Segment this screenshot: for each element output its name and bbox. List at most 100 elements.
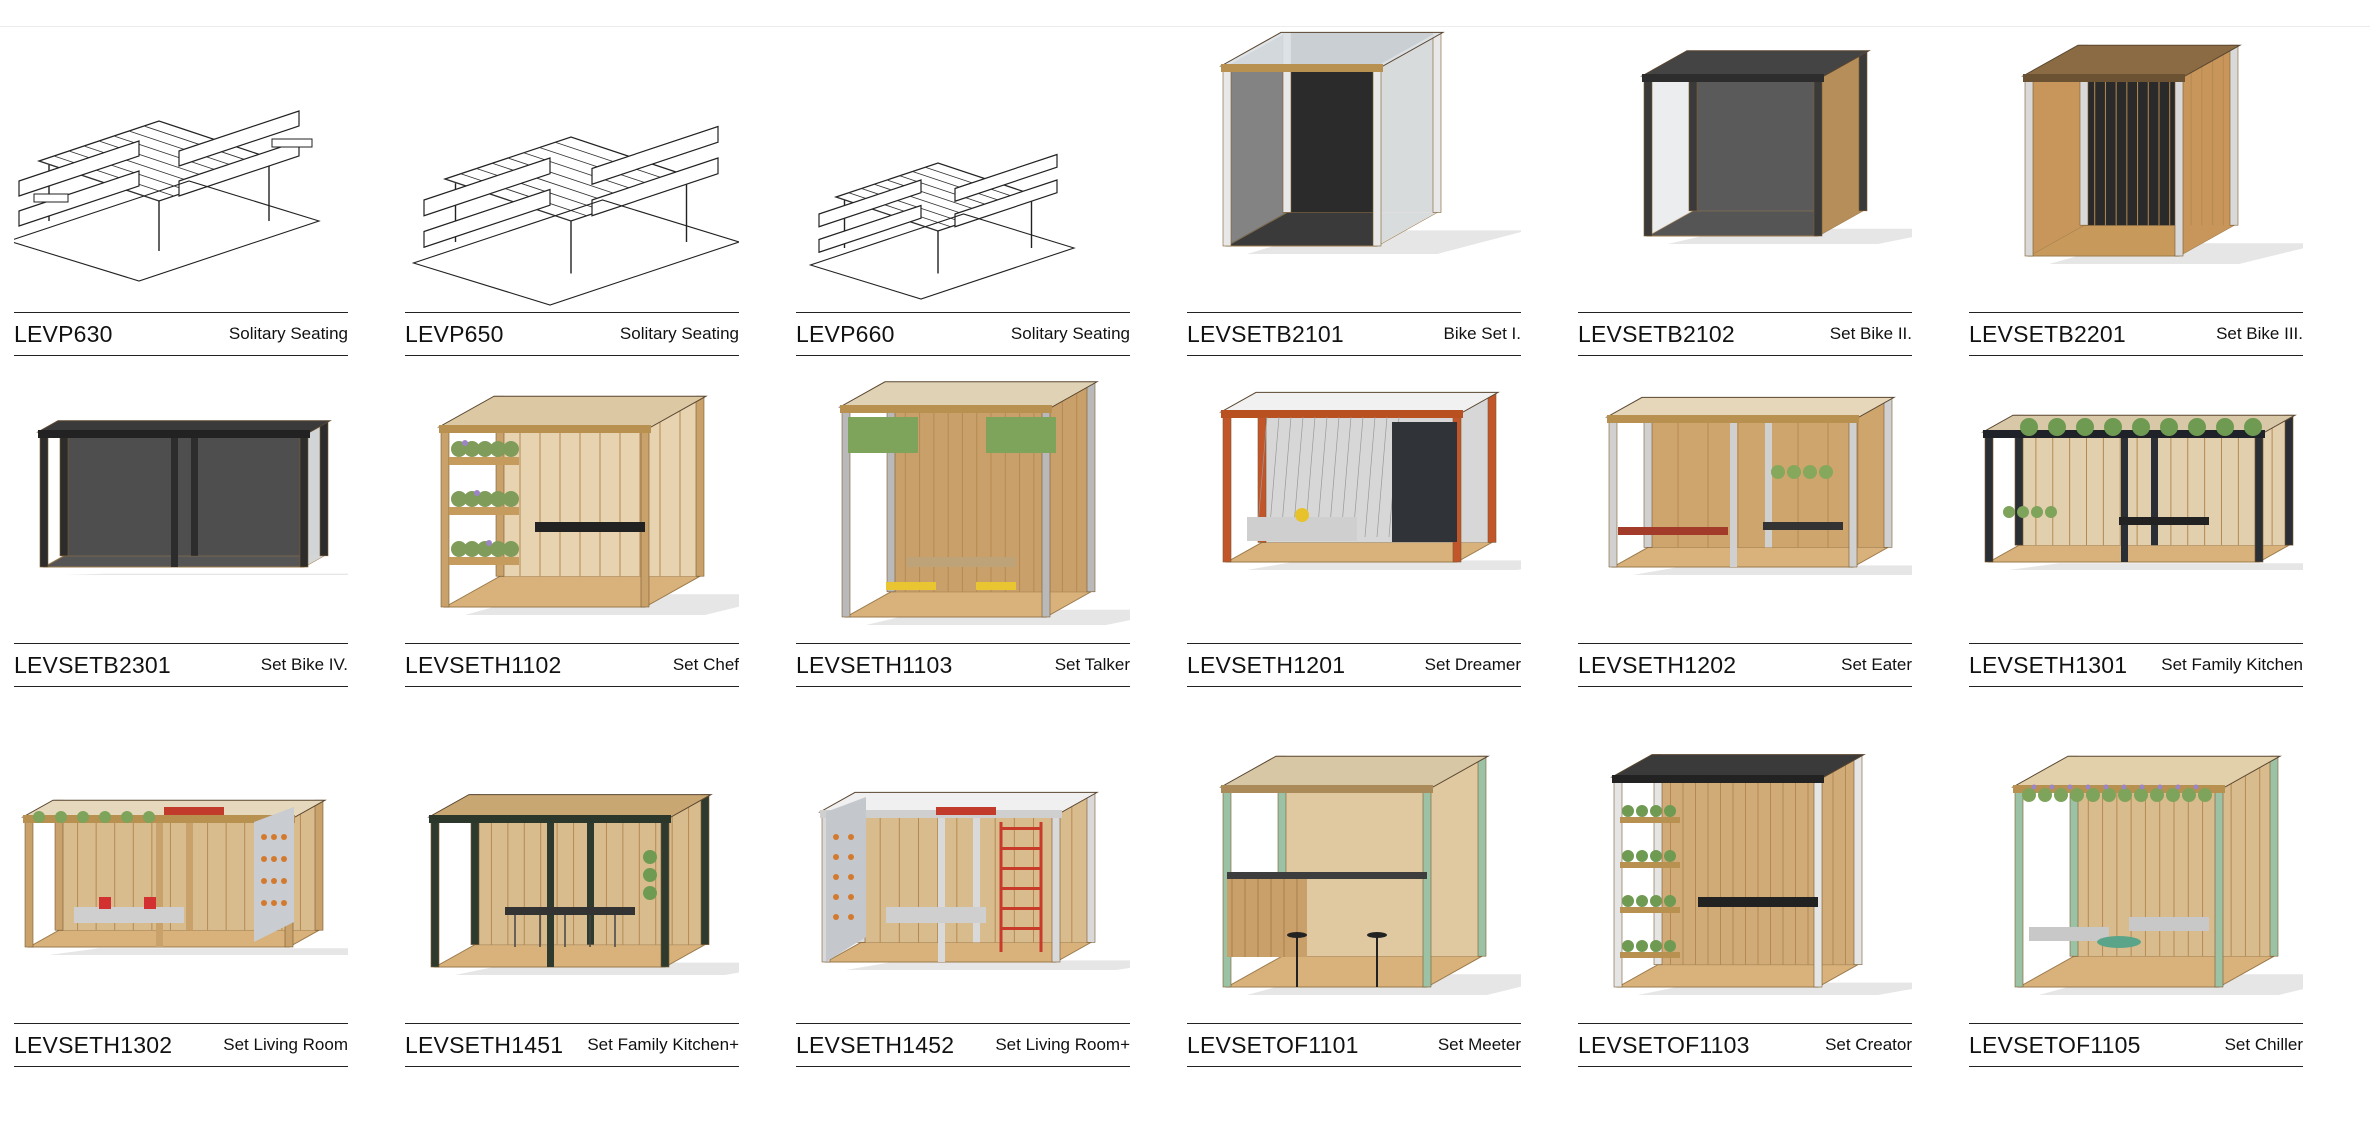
product-caption: LEVP650 Solitary Seating <box>405 312 739 356</box>
product-thumbnail[interactable] <box>14 737 348 1023</box>
product-card[interactable]: LEVSETOF1103 Set Creator <box>1578 737 1912 1117</box>
product-thumbnail[interactable] <box>796 357 1130 643</box>
product-name: Set Meeter <box>1437 1035 1521 1054</box>
product-thumbnail[interactable] <box>796 26 1130 312</box>
product-code[interactable]: LEVSETH1103 <box>796 651 953 678</box>
product-code[interactable]: LEVP630 <box>14 320 113 347</box>
product-code[interactable]: LEVSETB2301 <box>14 651 171 678</box>
product-code[interactable]: LEVSETOF1105 <box>1969 1031 2141 1058</box>
product-name: Set Family Kitchen <box>2161 655 2303 674</box>
product-code[interactable]: LEVSETB2102 <box>1578 320 1735 347</box>
product-code[interactable]: LEVSETH1452 <box>796 1031 955 1058</box>
product-illustration <box>1219 755 1521 995</box>
product-thumbnail[interactable] <box>1969 737 2303 1023</box>
product-card[interactable]: LEVSETH1302 Set Living Room <box>14 737 348 1117</box>
product-name: Set Family Kitchen+ <box>587 1035 739 1054</box>
product-code[interactable]: LEVSETH1451 <box>405 1031 564 1058</box>
product-card[interactable]: LEVSETB2301 Set Bike IV. <box>14 357 348 737</box>
product-illustration <box>1605 396 1912 575</box>
product-card[interactable]: LEVSETB2101 Bike Set I. <box>1187 26 1521 357</box>
product-code[interactable]: LEVSETH1201 <box>1187 651 1346 678</box>
product-name: Set Eater <box>1841 655 1912 674</box>
product-card[interactable]: LEVP630 Solitary Seating <box>14 26 348 357</box>
product-name: Set Chef <box>672 655 739 674</box>
product-illustration <box>1981 414 2303 570</box>
product-card[interactable]: LEVSETB2102 Set Bike II. <box>1578 26 1912 357</box>
product-caption: LEVP630 Solitary Seating <box>14 312 348 356</box>
product-illustration <box>808 153 1076 300</box>
product-name: Set Bike II. <box>1829 324 1912 343</box>
product-illustration <box>1219 391 1521 570</box>
product-illustration <box>14 110 321 282</box>
product-code[interactable]: LEVP660 <box>796 320 895 347</box>
product-caption: LEVSETH1201 Set Dreamer <box>1187 643 1521 687</box>
product-thumbnail[interactable] <box>1187 357 1521 643</box>
product-thumbnail[interactable] <box>1187 737 1521 1023</box>
product-illustration <box>411 125 739 306</box>
product-name: Set Creator <box>1825 1035 1912 1054</box>
product-thumbnail[interactable] <box>405 26 739 312</box>
product-code[interactable]: LEVSETB2101 <box>1187 320 1344 347</box>
product-name: Bike Set I. <box>1443 324 1521 343</box>
product-thumbnail[interactable] <box>1187 26 1521 312</box>
product-card[interactable]: LEVSETH1102 Set Chef <box>405 357 739 737</box>
product-card[interactable]: LEVSETH1202 Set Eater <box>1578 357 1912 737</box>
product-thumbnail[interactable] <box>796 737 1130 1023</box>
product-thumbnail[interactable] <box>14 26 348 312</box>
product-caption: LEVSETB2201 Set Bike III. <box>1969 312 2303 356</box>
product-caption: LEVSETH1451 Set Family Kitchen+ <box>405 1023 739 1067</box>
product-caption: LEVSETH1301 Set Family Kitchen <box>1969 643 2303 687</box>
product-illustration <box>1610 754 1912 995</box>
product-code[interactable]: LEVSETOF1101 <box>1187 1031 1359 1058</box>
product-name: Set Dreamer <box>1424 655 1521 674</box>
product-name: Set Chiller <box>2224 1035 2303 1054</box>
product-card[interactable]: LEVSETB2201 Set Bike III. <box>1969 26 2303 357</box>
product-card[interactable]: LEVSETH1451 Set Family Kitchen+ <box>405 737 739 1117</box>
product-thumbnail[interactable] <box>1578 26 1912 312</box>
product-thumbnail[interactable] <box>405 357 739 643</box>
product-card[interactable]: LEVSETH1201 Set Dreamer <box>1187 357 1521 737</box>
product-name: Set Bike IV. <box>260 655 348 674</box>
product-name: Set Talker <box>1054 655 1130 674</box>
top-divider <box>0 0 2370 27</box>
product-name: Set Living Room <box>223 1035 348 1054</box>
product-caption: LEVSETOF1101 Set Meeter <box>1187 1023 1521 1067</box>
product-code[interactable]: LEVSETH1202 <box>1578 651 1737 678</box>
product-thumbnail[interactable] <box>14 357 348 643</box>
product-caption: LEVSETH1103 Set Talker <box>796 643 1130 687</box>
product-code[interactable]: LEVSETH1302 <box>14 1031 173 1058</box>
product-card[interactable]: LEVP650 Solitary Seating <box>405 26 739 357</box>
product-illustration <box>818 791 1130 970</box>
product-thumbnail[interactable] <box>1578 737 1912 1023</box>
product-caption: LEVSETOF1103 Set Creator <box>1578 1023 1912 1067</box>
product-code[interactable]: LEVSETOF1103 <box>1578 1031 1750 1058</box>
product-illustration <box>2021 44 2303 264</box>
product-grid: LEVP630 Solitary Seating LEVP650 Solitary … <box>14 26 2303 1117</box>
product-card[interactable]: LEVSETH1103 Set Talker <box>796 357 1130 737</box>
product-code[interactable]: LEVSETH1102 <box>405 651 562 678</box>
product-card[interactable]: LEVSETH1301 Set Family Kitchen <box>1969 357 2303 737</box>
product-illustration <box>21 799 348 955</box>
product-caption: LEVSETH1302 Set Living Room <box>14 1023 348 1067</box>
product-caption: LEVSETOF1105 Set Chiller <box>1969 1023 2303 1067</box>
product-code[interactable]: LEVP650 <box>405 320 504 347</box>
product-thumbnail[interactable] <box>405 737 739 1023</box>
product-thumbnail[interactable] <box>1578 357 1912 643</box>
product-name: Solitary Seating <box>619 324 739 343</box>
product-caption: LEVSETH1202 Set Eater <box>1578 643 1912 687</box>
product-code[interactable]: LEVSETB2201 <box>1969 320 2126 347</box>
product-name: Solitary Seating <box>228 324 348 343</box>
product-thumbnail[interactable] <box>1969 26 2303 312</box>
product-thumbnail[interactable] <box>1969 357 2303 643</box>
product-illustration <box>838 381 1130 625</box>
product-name: Set Bike III. <box>2216 324 2303 343</box>
product-illustration <box>36 420 348 575</box>
product-card[interactable]: LEVSETOF1105 Set Chiller <box>1969 737 2303 1117</box>
product-code[interactable]: LEVSETH1301 <box>1969 651 2128 678</box>
product-card[interactable]: LEVSETOF1101 Set Meeter <box>1187 737 1521 1117</box>
product-caption: LEVSETB2301 Set Bike IV. <box>14 643 348 687</box>
